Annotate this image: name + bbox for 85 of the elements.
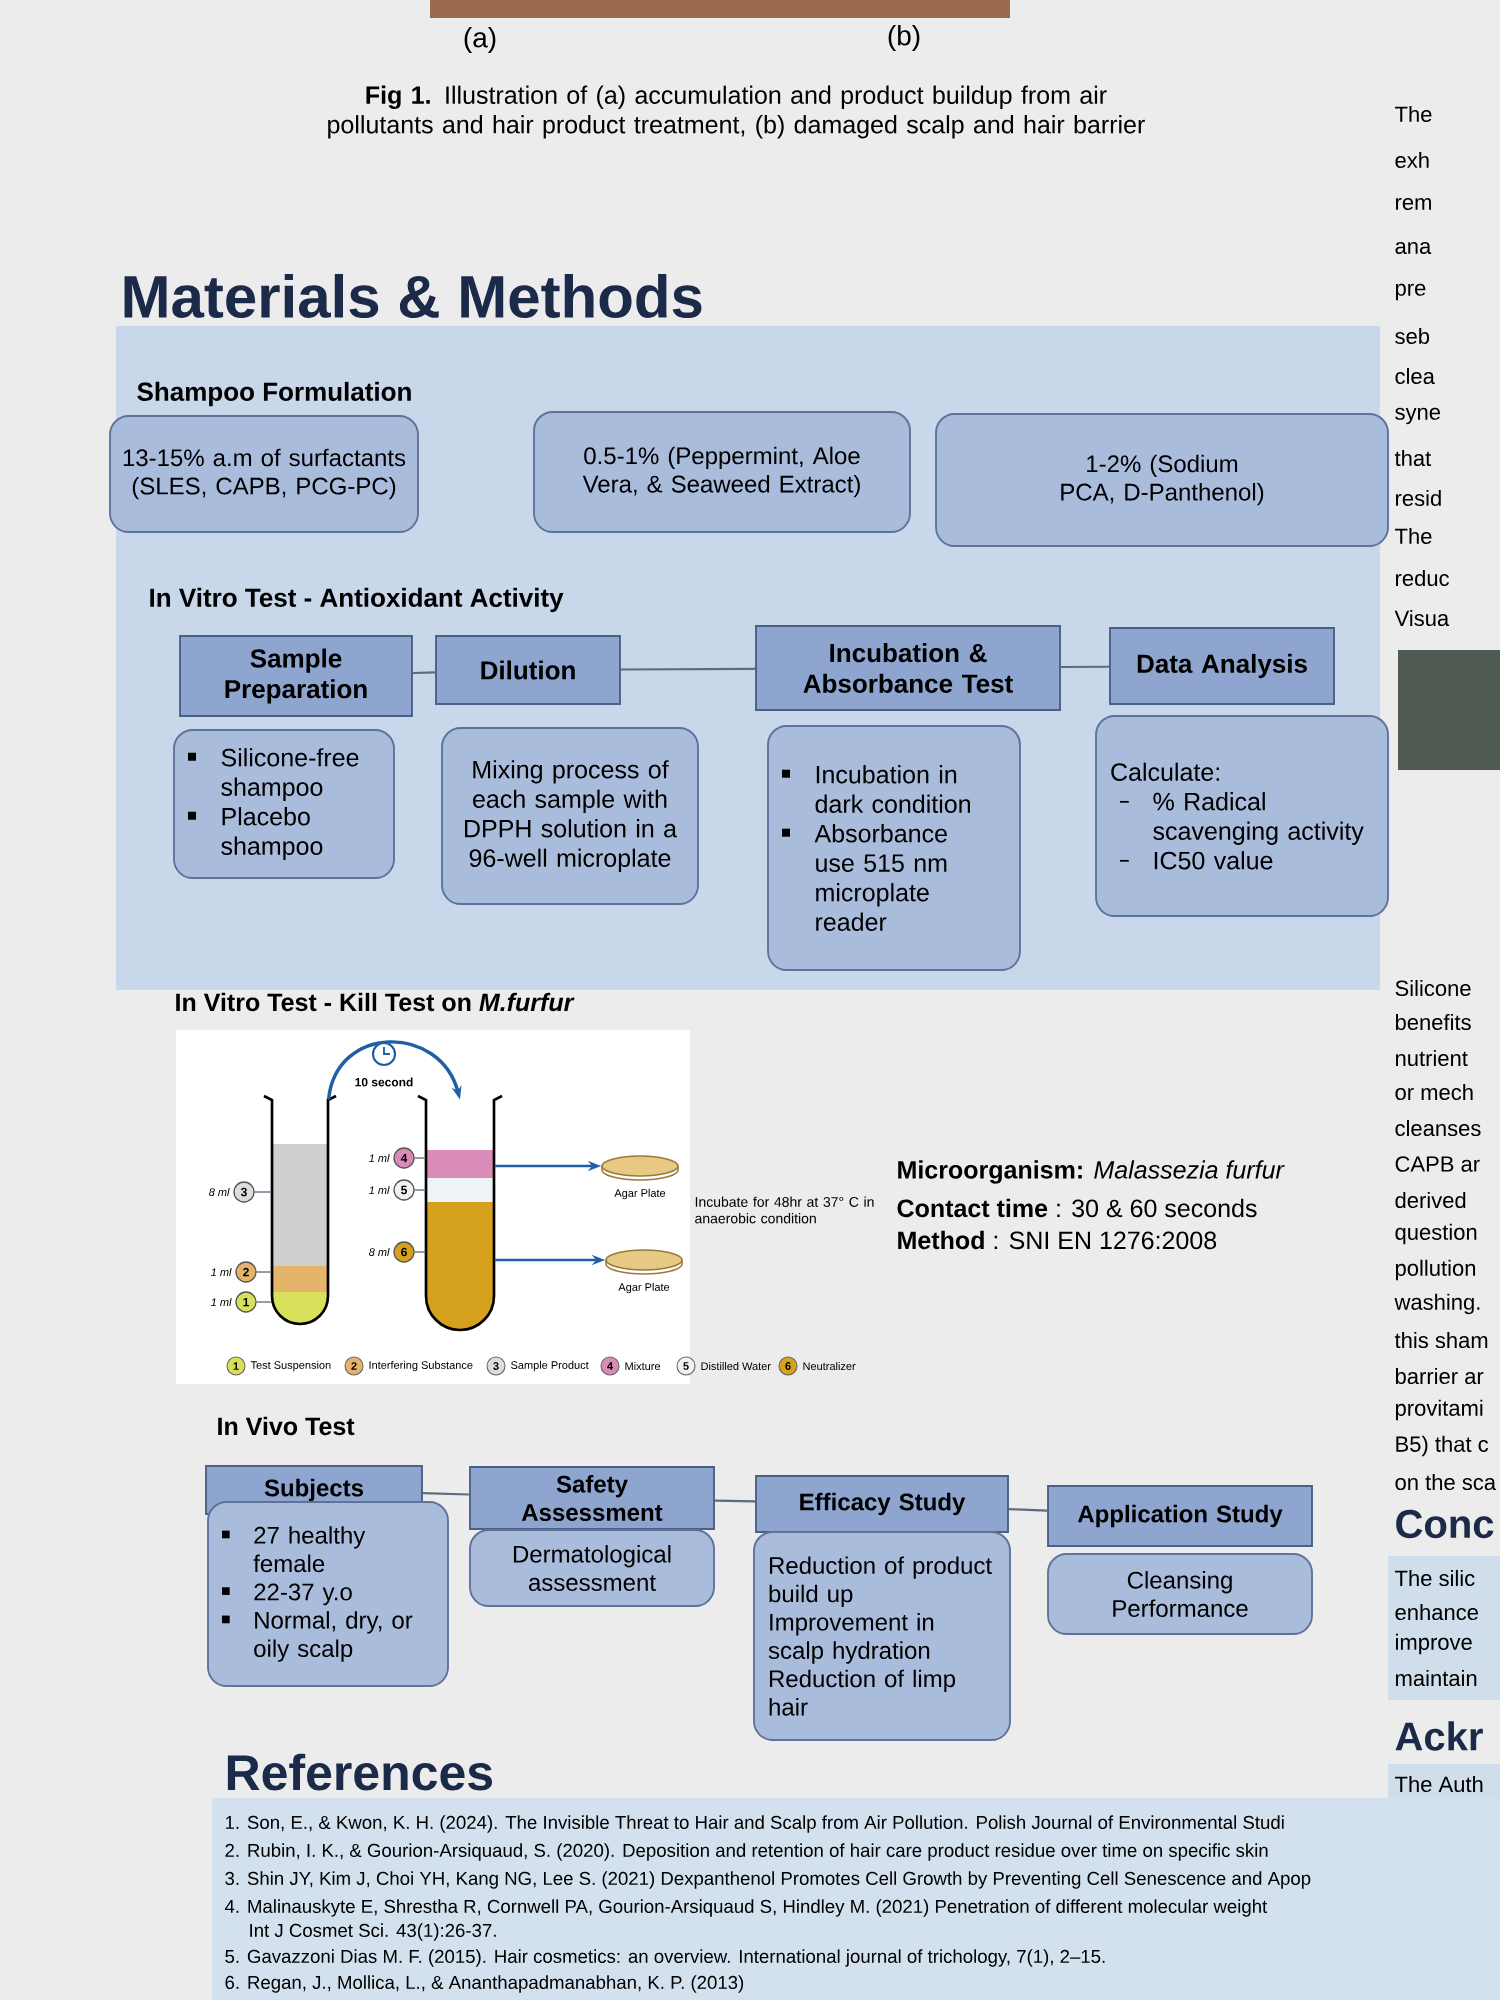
column-text: pollution <box>1395 1259 1476 1281</box>
leader-line <box>414 1251 427 1253</box>
test-tube-drawing <box>417 1094 503 1332</box>
column-text: syne <box>1395 407 1441 425</box>
connector-line <box>714 1499 756 1503</box>
column-text: derived <box>1395 1191 1466 1209</box>
column-text: seb <box>1395 327 1430 345</box>
rounded-box: 1-2% (Sodium PCA, D-Panthenol) <box>935 413 1389 547</box>
curved-arrow <box>326 1040 462 1100</box>
column-text: CAPB ar <box>1395 1156 1480 1172</box>
leader-line <box>254 1191 273 1193</box>
leader-line <box>414 1189 427 1191</box>
column-text: Visua <box>1394 609 1450 627</box>
column-text: rem <box>1396 198 1431 211</box>
panel-letter: (b) <box>888 24 920 52</box>
column-text: B5) that c <box>1396 1435 1489 1457</box>
figure-caption: Fig 1. Illustration of (a) accumulation and product buildup from air pollutants and hair product treatment, (b) damaged scalp and hair barrier <box>328 85 1145 139</box>
leader-line <box>256 1301 273 1303</box>
connector-line <box>422 1492 470 1496</box>
column-text: washing. <box>1394 1293 1480 1315</box>
reference-text: 5. Gavazzoni Dias M. F. (2015). Hair cosmetics: an overview. International journal of trichology, 7(1), 2–15. <box>225 1949 1105 1967</box>
step-header: Incubation & Absorbance Test <box>755 625 1061 711</box>
column-text: benefits <box>1395 1013 1471 1031</box>
step-header: Safety Assessment <box>469 1466 715 1530</box>
reference-text: 4. Malinauskyte E, Shrestha R, Cornwell PA, Gourion-Arsiquaud S, Hindley M. (2021) Penetration of different molecular weight <box>224 1899 1268 1917</box>
section-heading: Conc <box>1396 1509 1494 1539</box>
rounded-box: 27 healthy female 22-37 y.o Normal, dry, or oily scalp <box>207 1501 449 1687</box>
column-text: nutrient <box>1396 1049 1468 1067</box>
column-text: The <box>1395 105 1432 123</box>
section-heading: In Vitro Test - Antioxidant Activity <box>150 587 564 613</box>
column-text: The Auth <box>1395 1775 1483 1793</box>
column-text: maintain <box>1396 1669 1477 1687</box>
agar-plate <box>605 1249 683 1275</box>
column-text: Silicone <box>1395 979 1471 997</box>
rounded-box: Mixing process of each sample with DPPH solution in a 96-well microplate <box>441 727 699 905</box>
section-heading: In Vivo Test <box>218 1416 355 1436</box>
reference-text: 3. Shin JY, Kim J, Choi YH, Kang NG, Lee S. (2021) Dexpanthenol Promotes Cell Growth by Preventing Cell Senescence and Apop <box>225 1871 1311 1889</box>
reference-text: Int J Cosmet Sci. 43(1):26-37. <box>250 1923 496 1941</box>
rounded-box: Incubation in dark condition Absorbance use 515 nm microplate reader <box>767 725 1021 971</box>
agar-plate <box>601 1155 679 1181</box>
rounded-box: 13-15% a.m of surfactants (SLES, CAPB, PCG-PC) <box>109 415 419 533</box>
column-text: enhance <box>1395 1603 1478 1621</box>
connector-line <box>412 671 436 675</box>
step-header: Data Analysis <box>1109 627 1335 705</box>
connector-line <box>620 667 756 671</box>
step-header: Efficacy Study <box>755 1475 1009 1533</box>
rounded-box: Calculate: % Radical scavenging activity IC50 value <box>1095 715 1389 917</box>
section-heading: In Vitro Test - Kill Test on M.furfur <box>176 992 575 1012</box>
info-text: Contact time : 30 & 60 seconds <box>897 1198 1257 1218</box>
column-text: reduc <box>1396 569 1449 587</box>
column-text: question <box>1395 1223 1477 1245</box>
column-text: The silic <box>1395 1569 1475 1587</box>
step-header: Application Study <box>1047 1485 1313 1547</box>
leader-line <box>414 1157 427 1159</box>
column-text: improve <box>1396 1633 1472 1655</box>
connector-line <box>1060 665 1110 669</box>
column-text: clea <box>1395 367 1435 385</box>
reference-text: 2. Rubin, I. K., & Gourion-Arsiquaud, S. (2020). Deposition and retention of hair care product residue over time on specific skin <box>225 1843 1268 1861</box>
rounded-box: Cleansing Performance <box>1047 1553 1313 1635</box>
info-text: Method : SNI EN 1276:2008 <box>898 1230 1217 1250</box>
column-text: barrier ar <box>1395 1367 1484 1385</box>
rounded-box: Dermatological assessment <box>469 1529 715 1607</box>
reference-text: 1. Son, E., & Kwon, K. H. (2024). The Invisible Threat to Hair and Scalp from Air Pollution. Polish Journal of Environmental Studi <box>225 1815 1284 1833</box>
info-text: Microorganism: Malassezia furfur <box>898 1160 1285 1184</box>
column-text: this sham <box>1394 1331 1488 1349</box>
test-tube-drawing <box>263 1094 337 1326</box>
reference-text: 6. Regan, J., Mollica, L., & Ananthapadmanabhan, K. P. (2013) <box>225 1975 744 1993</box>
column-text: exh <box>1395 151 1429 169</box>
connector-line <box>1008 1508 1048 1512</box>
step-header: Sample Preparation <box>179 635 413 717</box>
column-text: pre <box>1395 283 1426 301</box>
step-header: Dilution <box>435 635 621 705</box>
column-text: cleanses <box>1395 1119 1481 1137</box>
leader-line <box>256 1271 273 1273</box>
panel-letter: (a) <box>464 26 496 54</box>
column-text: ana <box>1395 242 1432 255</box>
section-heading: Ackr <box>1395 1721 1483 1751</box>
rounded-box: 0.5-1% (Peppermint, Aloe Vera, & Seaweed Extract) <box>533 411 911 533</box>
column-text: or mech <box>1395 1083 1473 1101</box>
column-text: on the sca <box>1395 1473 1497 1491</box>
rounded-box: Silicone-free shampoo Placebo shampoo <box>173 729 395 879</box>
rounded-box: Reduction of product build up Improvement in scalp hydration Reduction of limp hair <box>753 1531 1011 1741</box>
page-title: Materials & Methods <box>124 273 702 319</box>
column-text: provitami <box>1395 1399 1483 1421</box>
section-heading: References <box>227 1753 493 1791</box>
